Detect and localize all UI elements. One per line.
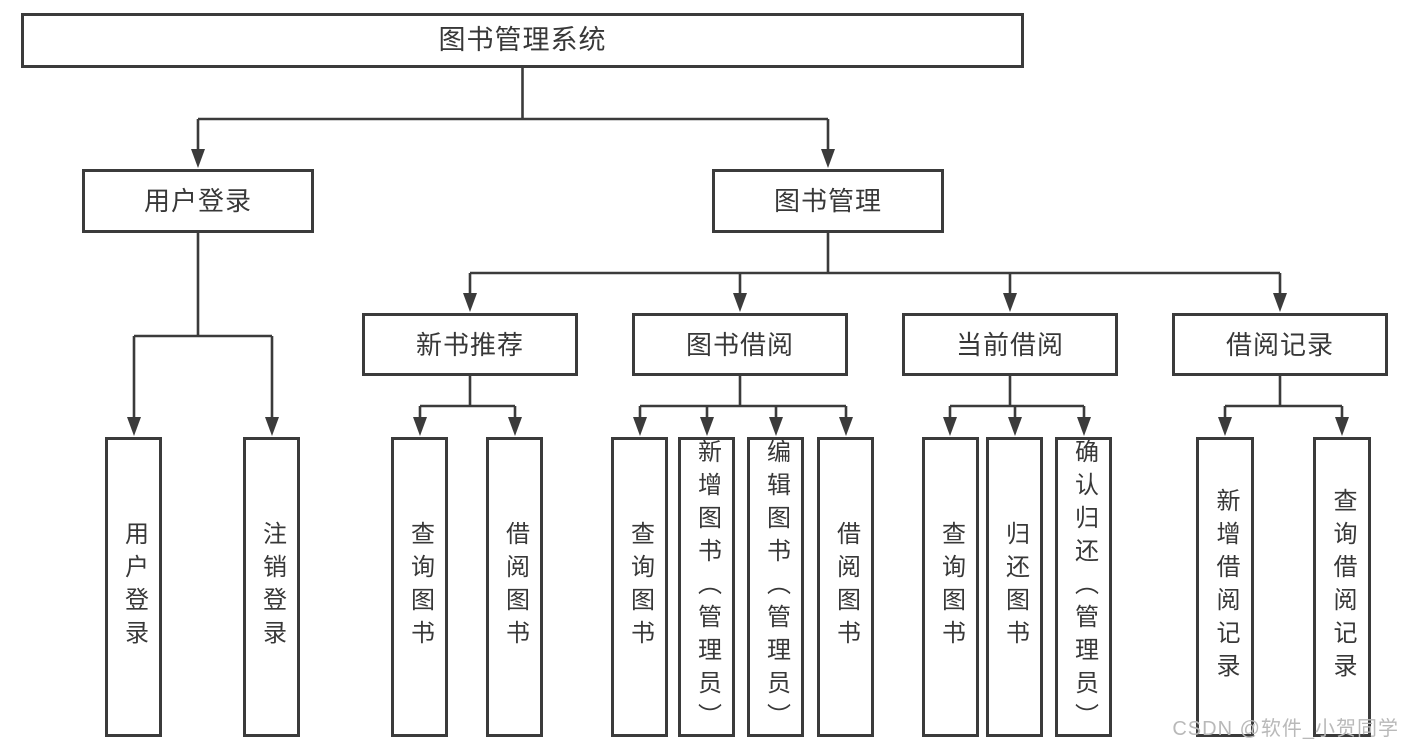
node-book-management-label: 图书管理 <box>773 186 882 216</box>
leaf-edit-books-admin: 编辑图书（管理员） <box>747 437 804 737</box>
node-book-borrow: 图书借阅 <box>632 313 848 376</box>
watermark: CSDN @软件_小贺同学 <box>1172 718 1399 740</box>
leaf-logout-label: 注销登录 <box>258 521 286 653</box>
leaf-add-borrow-record: 新增借阅记录 <box>1196 437 1254 737</box>
leaf-confirm-return-admin-label: 确认归还（管理员） <box>1070 438 1098 736</box>
leaf-query-books-3-label: 查询图书 <box>937 521 965 653</box>
leaf-query-books-3: 查询图书 <box>922 437 979 737</box>
node-current-borrow-label: 当前借阅 <box>955 329 1064 360</box>
node-root-label: 图书管理系统 <box>438 25 607 55</box>
leaf-user-login-label: 用户登录 <box>120 521 148 653</box>
node-book-borrow-label: 图书借阅 <box>685 329 794 360</box>
leaf-add-borrow-record-label: 新增借阅记录 <box>1212 488 1239 686</box>
leaf-query-books-2-label: 查询图书 <box>626 521 654 653</box>
leaf-borrow-books-2: 借阅图书 <box>817 437 874 737</box>
node-book-management: 图书管理 <box>712 169 944 233</box>
node-new-book-recommend: 新书推荐 <box>362 313 578 376</box>
leaf-query-borrow-record-label: 查询借阅记录 <box>1329 488 1356 686</box>
leaf-query-books-2: 查询图书 <box>611 437 668 737</box>
leaf-query-borrow-record: 查询借阅记录 <box>1313 437 1371 737</box>
leaf-return-books: 归还图书 <box>986 437 1043 737</box>
leaf-query-books-1-label: 查询图书 <box>406 521 434 653</box>
leaf-edit-books-admin-label: 编辑图书（管理员） <box>762 438 790 736</box>
leaf-add-books-admin: 新增图书（管理员） <box>678 437 735 737</box>
leaf-query-books-1: 查询图书 <box>391 437 448 737</box>
leaf-confirm-return-admin: 确认归还（管理员） <box>1055 437 1112 737</box>
node-user-login-label: 用户登录 <box>143 186 252 216</box>
leaf-borrow-books-2-label: 借阅图书 <box>832 521 860 653</box>
node-borrow-records-label: 借阅记录 <box>1225 329 1334 360</box>
leaf-borrow-books-1: 借阅图书 <box>486 437 543 737</box>
leaf-user-login: 用户登录 <box>105 437 162 737</box>
node-current-borrow: 当前借阅 <box>902 313 1118 376</box>
node-user-login: 用户登录 <box>82 169 314 233</box>
arrowheads <box>127 149 1349 436</box>
node-borrow-records: 借阅记录 <box>1172 313 1388 376</box>
node-root: 图书管理系统 <box>21 13 1024 68</box>
leaf-return-books-label: 归还图书 <box>1001 521 1029 653</box>
node-new-book-recommend-label: 新书推荐 <box>415 329 524 360</box>
leaf-borrow-books-1-label: 借阅图书 <box>501 521 529 653</box>
leaf-add-books-admin-label: 新增图书（管理员） <box>693 438 721 736</box>
leaf-logout: 注销登录 <box>243 437 300 737</box>
